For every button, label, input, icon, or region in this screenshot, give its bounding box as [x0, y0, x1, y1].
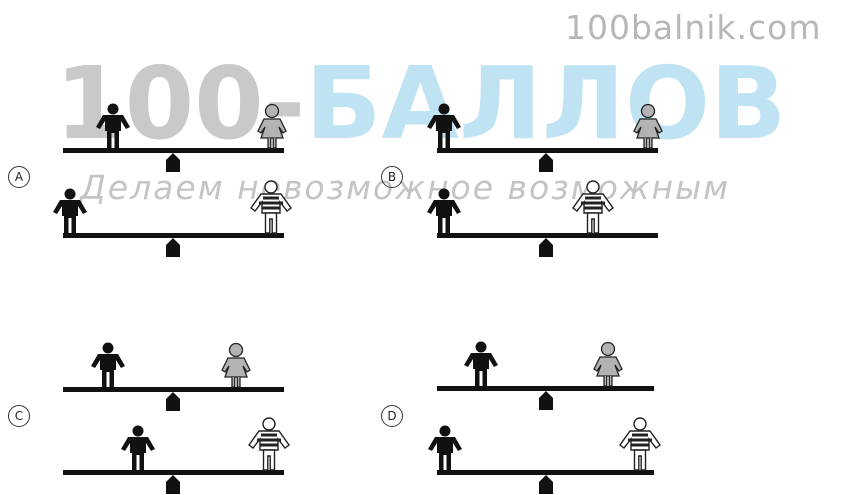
option-b-bottom-seesaw	[427, 181, 658, 257]
man-figure	[427, 189, 461, 234]
woman-figure	[222, 344, 250, 388]
boy-figure	[620, 418, 660, 470]
woman-figure	[594, 343, 622, 387]
boy-figure	[251, 181, 291, 233]
option-a-bottom-seesaw	[53, 181, 291, 257]
option-b-label: B	[381, 166, 403, 188]
option-d-bottom-seesaw	[428, 418, 660, 494]
woman-figure	[258, 105, 286, 149]
man-figure	[91, 343, 125, 388]
man-figure	[96, 104, 130, 149]
option-d-top-seesaw	[437, 342, 654, 411]
option-c-label: C	[8, 405, 30, 427]
man-figure	[53, 189, 87, 234]
woman-figure	[634, 105, 662, 149]
option-c-top-seesaw	[63, 343, 284, 412]
man-figure	[428, 426, 462, 471]
man-figure	[121, 426, 155, 471]
boy-figure	[249, 418, 289, 470]
option-a-label: A	[8, 166, 30, 188]
option-b-top-seesaw	[427, 104, 662, 173]
option-c-bottom-seesaw	[63, 418, 289, 494]
boy-figure	[573, 181, 613, 233]
option-a-top-seesaw	[63, 104, 286, 173]
man-figure	[427, 104, 461, 149]
man-figure	[464, 342, 498, 387]
option-d-label: D	[381, 405, 403, 427]
